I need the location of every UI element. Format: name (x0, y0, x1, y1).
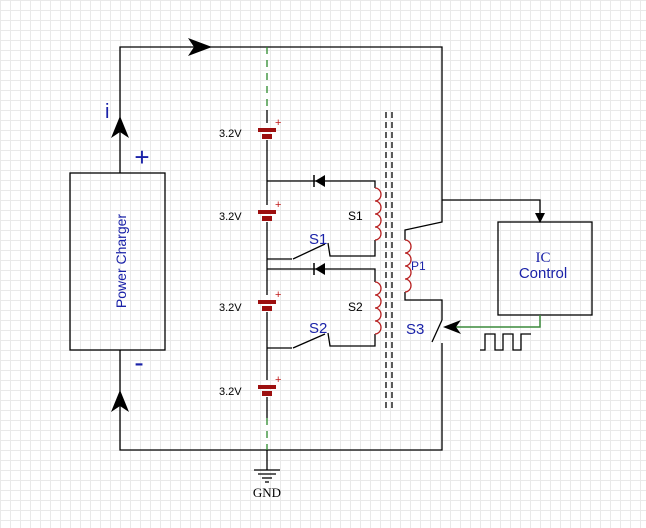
svg-text:+: + (275, 289, 281, 301)
s1-coil-icon (374, 187, 382, 241)
s2-switch-blade (292, 333, 326, 349)
battery-2: 3.2V + (219, 199, 281, 223)
s1-coil-label: S1 (348, 209, 363, 223)
diode-2-icon (313, 263, 325, 275)
plus-terminal-label: + (134, 142, 149, 172)
ic-label-line1: IC (536, 250, 551, 266)
left-bottom-arrow-icon (111, 390, 129, 412)
ic-feed-wire (442, 199, 545, 223)
battery-3: 3.2V + (219, 289, 281, 314)
p1-coil-icon (404, 239, 412, 293)
p1-label: P1 (411, 259, 426, 273)
s2-circuit (267, 268, 376, 349)
svg-text:3.2V: 3.2V (219, 128, 242, 140)
svg-text:3.2V: 3.2V (219, 302, 242, 314)
left-up-arrow-icon (111, 116, 129, 138)
s2-coil-label: S2 (348, 300, 363, 314)
s2-switch-label: S2 (309, 320, 327, 337)
s1-switch-label: S1 (309, 231, 327, 248)
gnd-label: GND (253, 485, 281, 500)
svg-text:+: + (275, 374, 281, 386)
control-line (452, 315, 541, 328)
top-wire (119, 46, 443, 200)
svg-text:+: + (275, 117, 281, 129)
control-arrow-icon (443, 320, 461, 334)
pwm-signal-icon (480, 333, 531, 351)
primary-wires (404, 200, 443, 320)
ic-control-box (497, 221, 593, 316)
s3-switch-label: S3 (406, 321, 424, 338)
transformer-core (385, 112, 393, 410)
ground-icon (254, 469, 280, 483)
s3-switch-blade (431, 319, 443, 343)
s1-switch-blade (292, 243, 326, 260)
power-charger-box (69, 172, 166, 351)
bottom-wire (119, 343, 443, 451)
s2-coil-icon (374, 281, 382, 335)
s1-circuit (267, 180, 376, 260)
top-arrow-icon (188, 38, 212, 56)
current-arrows (111, 38, 212, 412)
ic-label-line2: Control (519, 265, 567, 282)
current-label: i (105, 101, 109, 123)
svg-text:+: + (275, 199, 281, 211)
minus-terminal-label: - (134, 347, 143, 378)
svg-text:3.2V: 3.2V (219, 211, 242, 223)
battery-1: 3.2V + (219, 117, 281, 140)
battery-4: 3.2V + (219, 374, 281, 398)
svg-text:3.2V: 3.2V (219, 386, 242, 398)
power-charger-label: Power Charger (113, 214, 129, 308)
diode-1-icon (313, 175, 325, 187)
